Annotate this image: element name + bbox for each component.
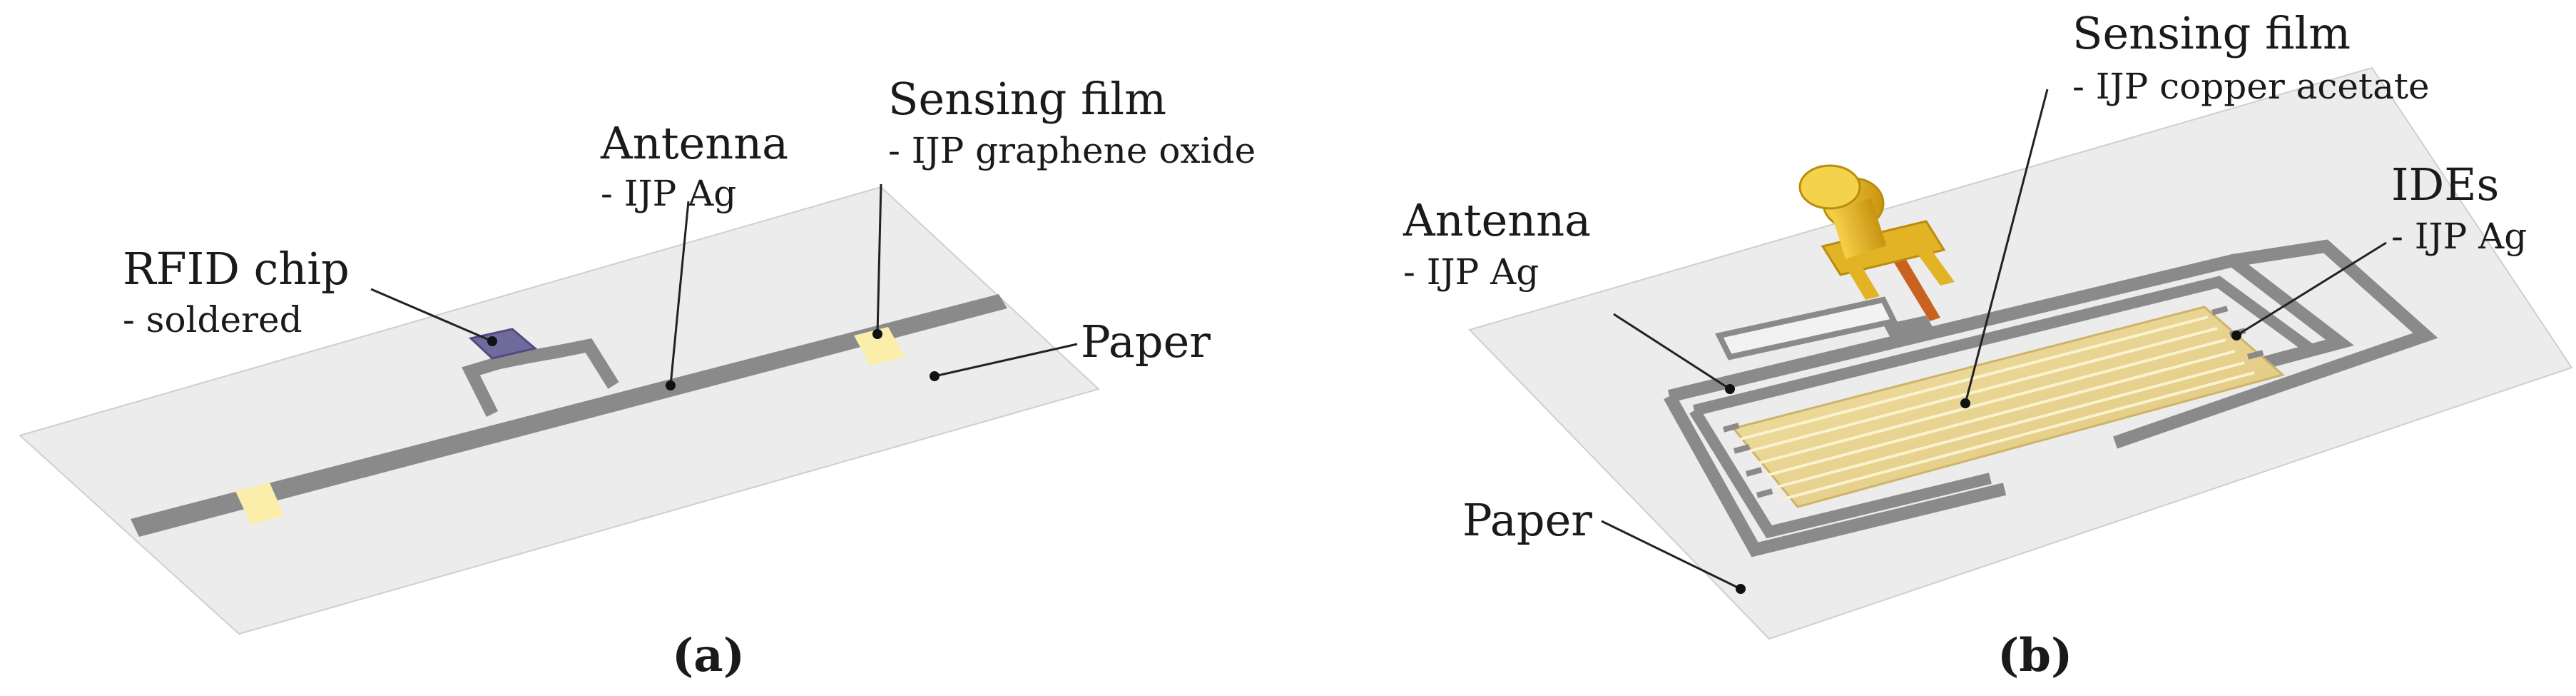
caption-b: (b) xyxy=(1997,629,2072,682)
antenna-b-label-sub: - IJP Ag xyxy=(1403,251,1539,293)
antenna-loop-bridge xyxy=(493,349,528,366)
leader-ides xyxy=(2236,241,2387,337)
connector-gold-body xyxy=(1830,198,1887,259)
antenna-loop-inner-b xyxy=(1689,276,2315,539)
leader-sensing-a-dot xyxy=(872,329,882,339)
sensing-a-label-sub: - IJP graphene oxide xyxy=(888,130,1256,171)
caption-a: (a) xyxy=(672,629,745,682)
sensing-b-label-title: Sensing film xyxy=(2072,7,2351,59)
leader-antenna-b xyxy=(1613,313,1731,390)
sensing-film-pad-left xyxy=(235,483,284,525)
leader-ides-dot xyxy=(2231,331,2241,341)
ides-label-sub: - IJP Ag xyxy=(2391,216,2527,257)
connector-gold-pin-left xyxy=(1844,261,1880,300)
sensing-a-label-title: Sensing film xyxy=(888,73,1166,125)
leader-paper-a-dot xyxy=(930,371,940,381)
leader-sensing-a xyxy=(876,183,882,335)
rfid-chip xyxy=(468,328,538,360)
leader-paper-b-dot xyxy=(1736,584,1746,594)
connector-gold-top xyxy=(1798,164,1861,210)
leader-rfid xyxy=(370,288,493,343)
sensing-film-b xyxy=(1731,306,2286,508)
paper-a-label: Paper xyxy=(1081,316,1211,368)
leader-sensing-b xyxy=(1964,89,2049,404)
leader-paper-b xyxy=(1601,520,1741,590)
antenna-b-label-title: Antenna xyxy=(1402,194,1591,246)
antenna-loop-a xyxy=(462,338,619,418)
paper-b-label: Paper xyxy=(1462,494,1592,546)
sensing-film-pad-right xyxy=(854,327,905,365)
rfid-label-title: RFID chip xyxy=(123,243,350,295)
leader-sensing-b-dot xyxy=(1960,398,1970,408)
connector-gold-pin-right xyxy=(1912,243,1955,286)
antenna-a-label-title: Antenna xyxy=(600,117,788,169)
antenna-feed-tab xyxy=(1883,316,1937,344)
leader-rfid-dot xyxy=(487,336,497,346)
connector-gold-base xyxy=(1821,220,1946,276)
leader-antenna-a xyxy=(669,201,690,386)
panel-a: RFID chip - soldered Antenna - IJP Ag Se… xyxy=(18,73,1256,682)
panel-b: Sensing film - IJP copper acetate Antenn… xyxy=(1402,7,2573,682)
ide-fingers xyxy=(1740,316,2255,500)
antenna-strip-a xyxy=(131,294,1007,537)
leader-antenna-a-dot xyxy=(666,380,676,390)
antenna-feed-pad xyxy=(1715,296,1898,360)
ides-label-title: IDEs xyxy=(2391,158,2499,211)
leader-paper-a xyxy=(934,343,1078,378)
leader-antenna-b-dot xyxy=(1725,384,1735,394)
antenna-a-label-sub: - IJP Ag xyxy=(601,173,736,214)
sma-connector xyxy=(1798,164,1955,321)
rfid-label-sub: - soldered xyxy=(123,299,302,341)
sensing-b-label-sub: - IJP copper acetate xyxy=(2072,66,2430,107)
